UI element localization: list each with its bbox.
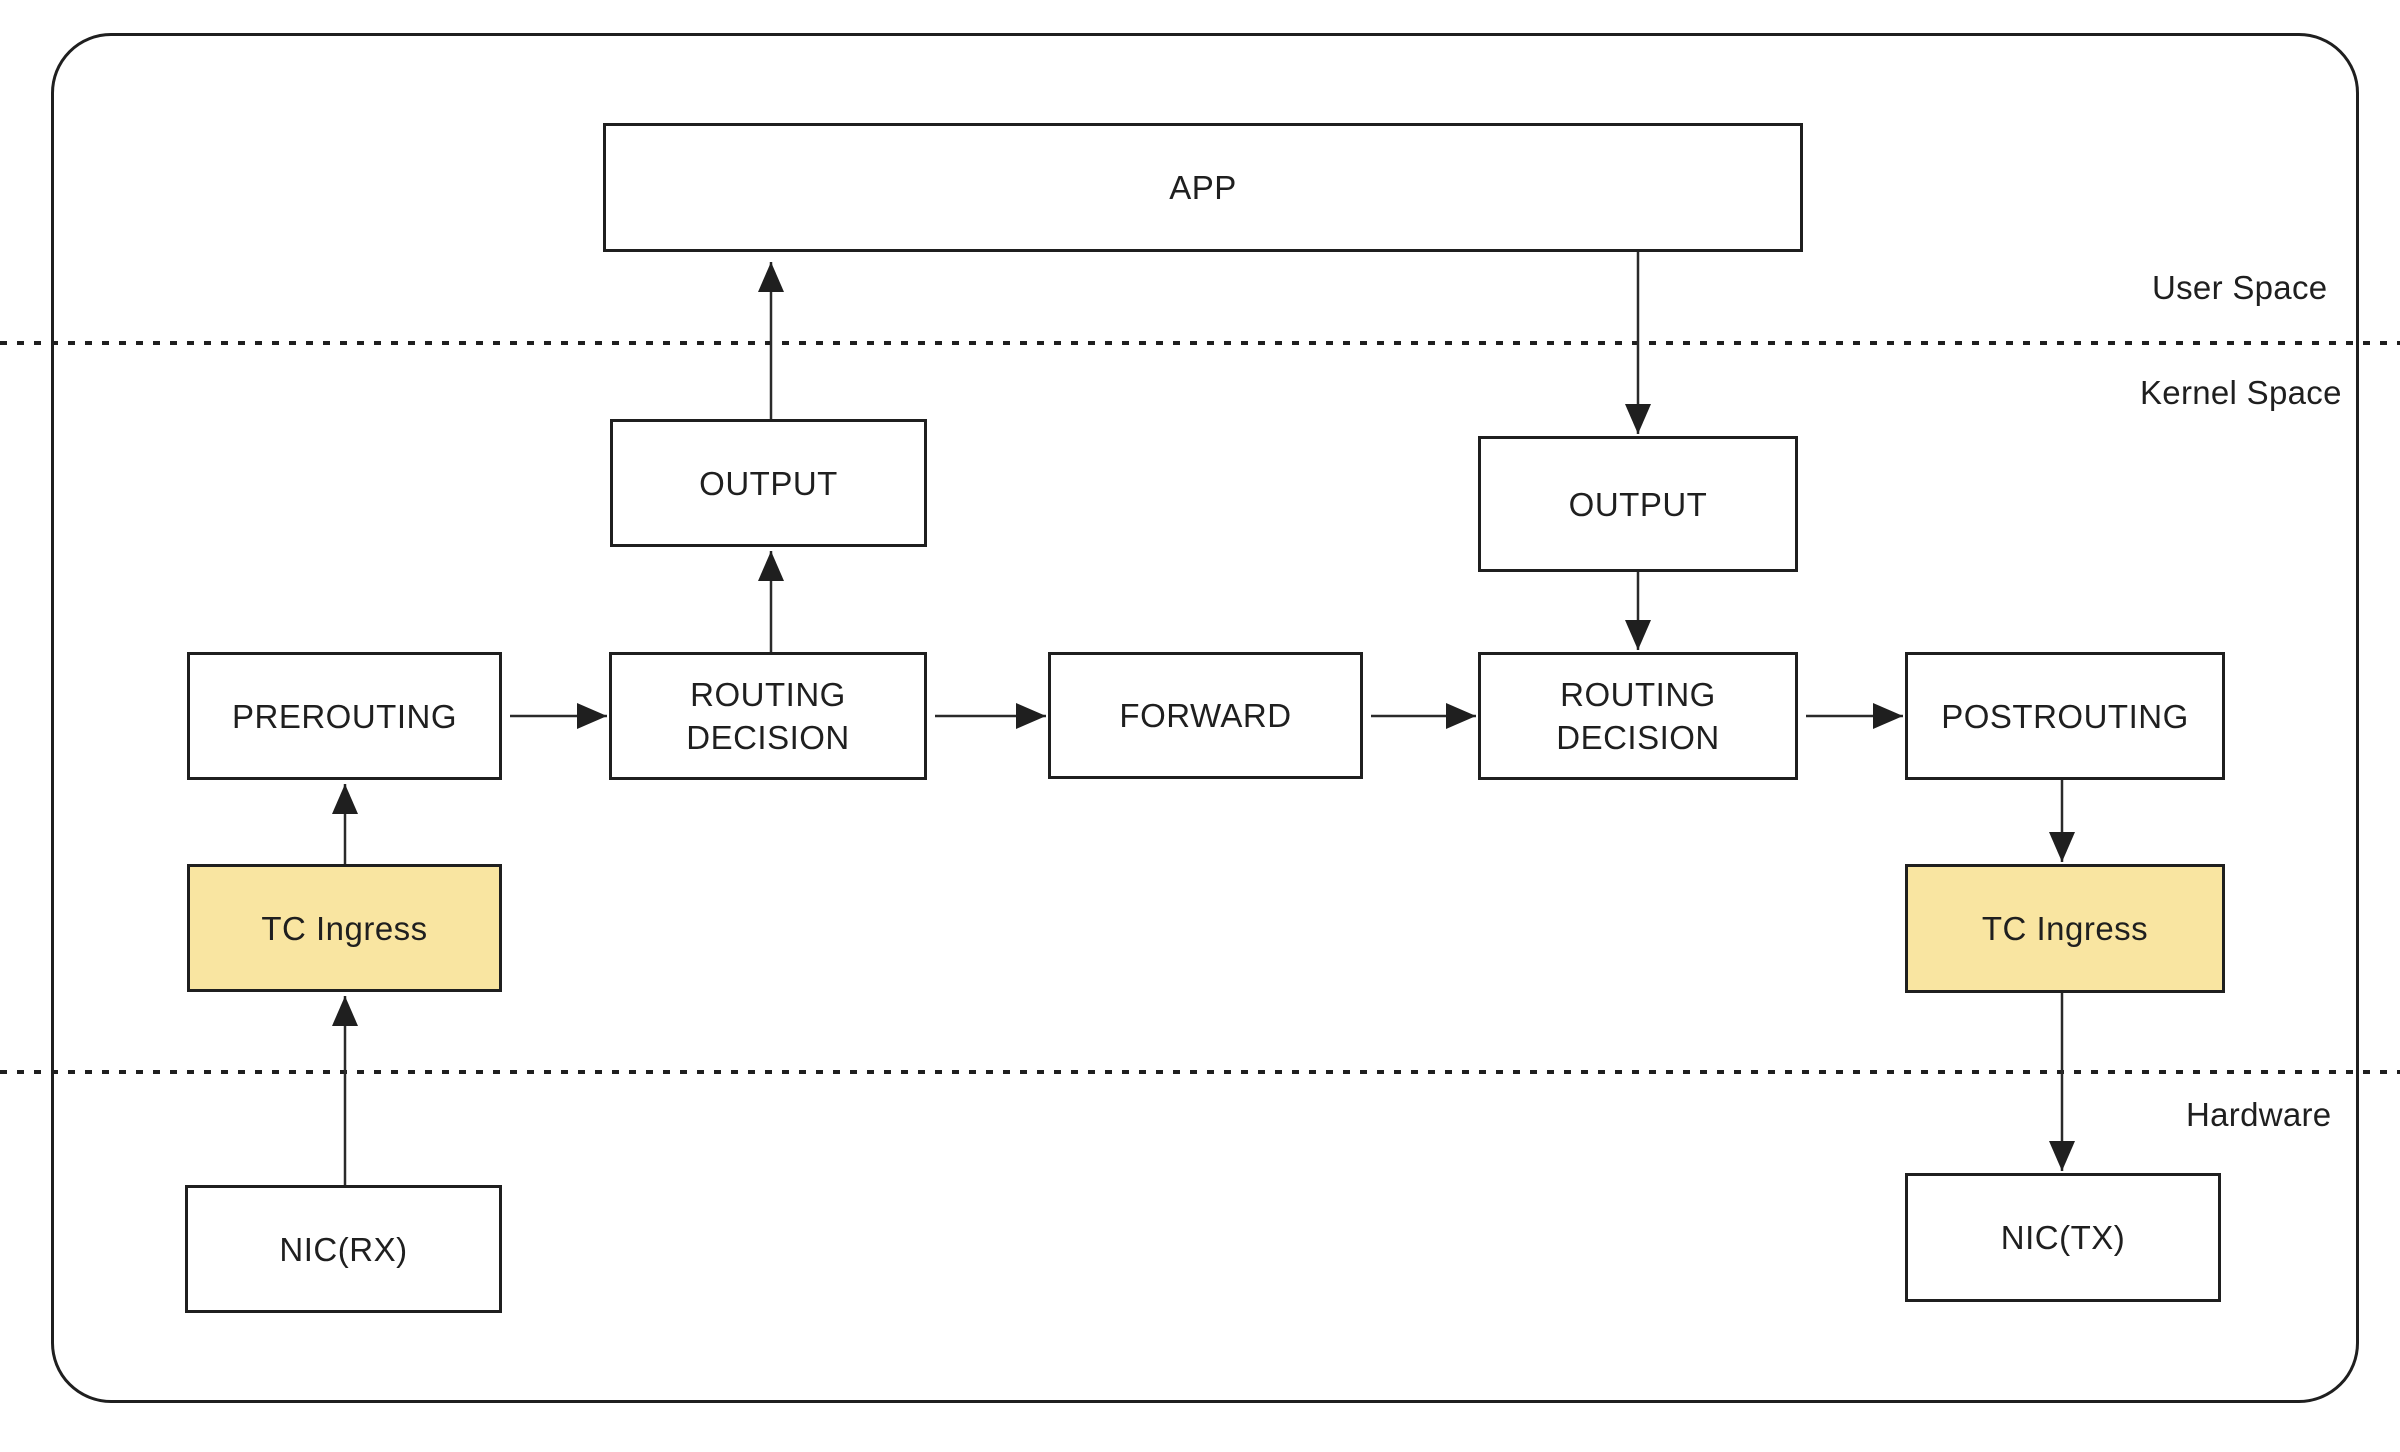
node-tc-ingress-right: TC Ingress bbox=[1905, 864, 2225, 993]
node-tc-ingress-left: TC Ingress bbox=[187, 864, 502, 992]
node-forward: FORWARD bbox=[1048, 652, 1363, 779]
node-routing-decision-right-label: ROUTING DECISION bbox=[1556, 676, 1720, 756]
node-postrouting-label: POSTROUTING bbox=[1941, 697, 2189, 735]
node-routing-decision-right: ROUTING DECISION bbox=[1478, 652, 1798, 780]
node-nic-rx: NIC(RX) bbox=[185, 1185, 502, 1313]
node-nic-tx: NIC(TX) bbox=[1905, 1173, 2221, 1302]
node-nic-tx-label: NIC(TX) bbox=[2000, 1219, 2126, 1256]
node-output-right-label: OUTPUT bbox=[1568, 485, 1708, 523]
node-output-left: OUTPUT bbox=[610, 419, 927, 547]
node-nic-rx-label: NIC(RX) bbox=[279, 1230, 408, 1268]
region-label-user-space: User Space bbox=[2152, 269, 2328, 306]
region-label-kernel-space: Kernel Space bbox=[2140, 374, 2342, 411]
node-app-label: APP bbox=[1169, 169, 1237, 206]
node-prerouting: PREROUTING bbox=[187, 652, 502, 780]
node-tc-ingress-right-label: TC Ingress bbox=[1981, 910, 2149, 947]
node-postrouting: POSTROUTING bbox=[1905, 652, 2225, 780]
region-label-hardware: Hardware bbox=[2186, 1096, 2332, 1133]
node-output-left-label: OUTPUT bbox=[699, 464, 838, 502]
node-routing-decision-left-label: ROUTING DECISION bbox=[686, 676, 850, 756]
node-routing-decision-left: ROUTING DECISION bbox=[609, 652, 927, 780]
node-app: APP bbox=[603, 123, 1803, 252]
node-tc-ingress-left-label: TC Ingress bbox=[261, 909, 428, 947]
node-prerouting-label: PREROUTING bbox=[231, 697, 457, 735]
node-forward-label: FORWARD bbox=[1119, 697, 1292, 734]
node-output-right: OUTPUT bbox=[1478, 436, 1798, 572]
